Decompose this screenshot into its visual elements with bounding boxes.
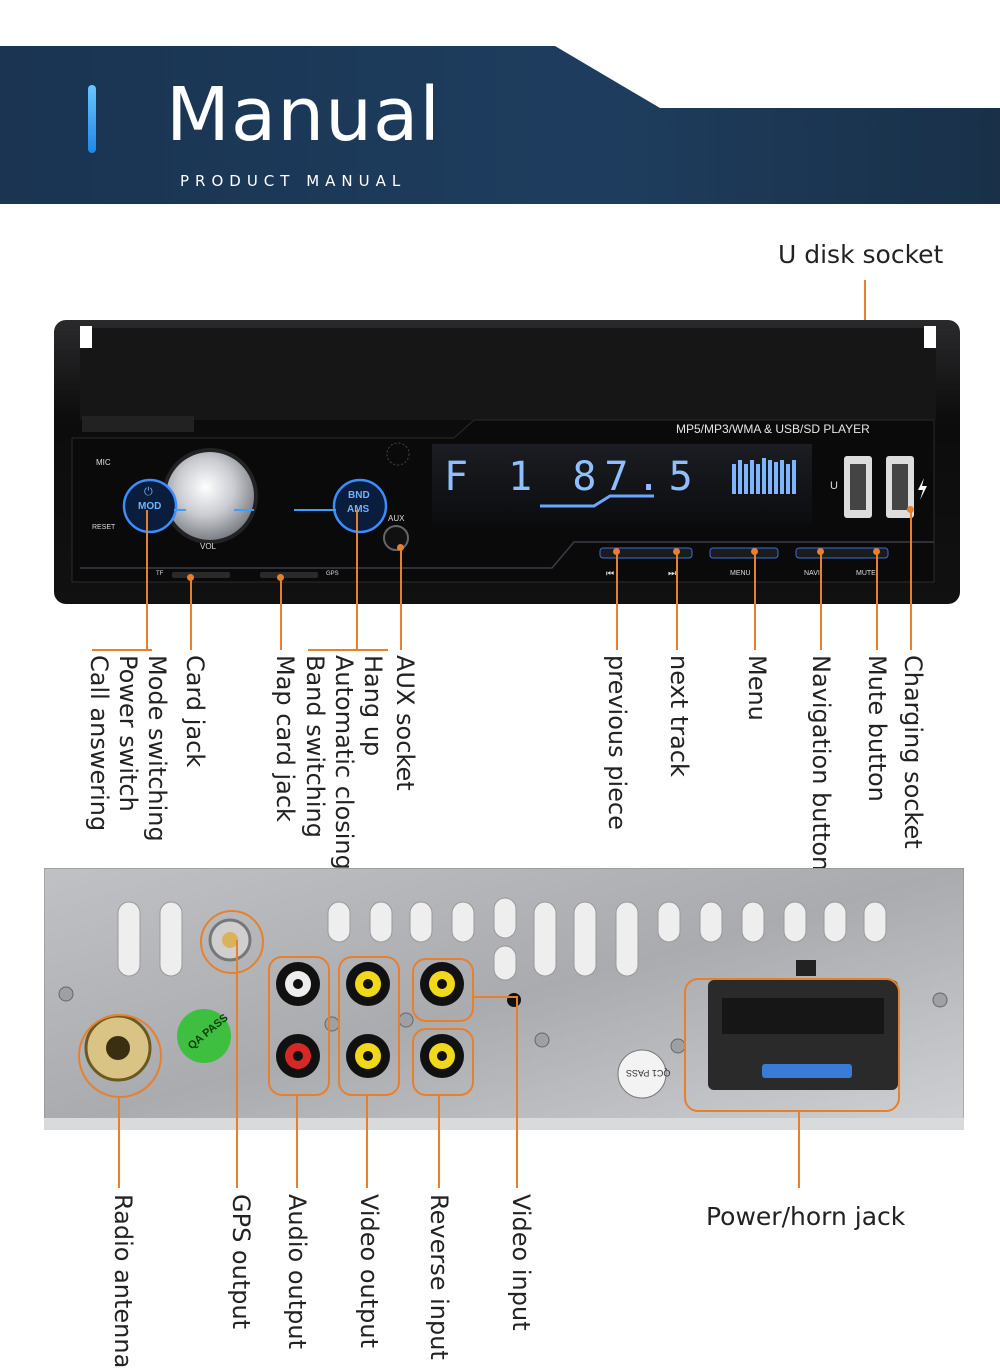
- leader-gps: [236, 940, 238, 1188]
- header-banner: Manual PRODUCT MANUAL: [0, 0, 1000, 210]
- leader-prev: [616, 552, 618, 650]
- leader-dot-navi: [817, 548, 824, 555]
- highlight-radio-antenna: [78, 1014, 162, 1098]
- highlight-audio: [268, 956, 330, 1096]
- highlight-reverse: [412, 1028, 474, 1096]
- label-call-answering: Call answering: [85, 655, 113, 832]
- front-panel-body: [54, 320, 960, 604]
- leader-charging: [910, 510, 912, 650]
- label-u-disk-socket: U disk socket: [778, 240, 944, 269]
- leader-dot-map-card: [277, 574, 284, 581]
- aux-label: AUX: [388, 514, 405, 523]
- leader-video-out: [366, 1094, 368, 1188]
- leader-power: [798, 1110, 800, 1188]
- label-card-jack: Card jack: [181, 655, 209, 768]
- mod-button[interactable]: MOD: [138, 501, 162, 512]
- label-power-horn-jack: Power/horn jack: [706, 1202, 906, 1231]
- label-gps-output: GPS output: [227, 1194, 255, 1330]
- label-next-track: next track: [665, 655, 693, 777]
- leader-dot-aux: [397, 544, 404, 551]
- u-label: U: [830, 480, 838, 492]
- label-hang-up: Hang up: [359, 655, 387, 757]
- navi-button[interactable]: NAVI: [804, 570, 820, 577]
- leader-video-in-h: [472, 996, 518, 998]
- qc-pass-badge: QC1 PASS: [626, 1068, 671, 1078]
- leader-bnd: [356, 510, 358, 650]
- label-reverse-input: Reverse input: [425, 1194, 453, 1360]
- leader-mute: [876, 552, 878, 650]
- leader-radio: [118, 1096, 120, 1188]
- next-button[interactable]: ⏭: [668, 568, 677, 578]
- leader-reverse: [438, 1094, 440, 1188]
- leader-dot-next: [673, 548, 680, 555]
- leader-mod: [146, 510, 148, 650]
- label-menu: Menu: [743, 655, 771, 721]
- label-radio-antenna: Radio antenna: [109, 1194, 137, 1368]
- label-navigation-button: Navigation button: [807, 655, 835, 872]
- highlight-video-out: [338, 956, 400, 1096]
- leader-audio: [296, 1094, 298, 1188]
- label-video-input: Video input: [507, 1194, 535, 1331]
- leader-dot-mute: [873, 548, 880, 555]
- label-automatic-closing: Automatic closing: [330, 655, 358, 870]
- leader-dot-prev: [613, 548, 620, 555]
- leader-next: [676, 552, 678, 650]
- label-band-switching: Band switching: [301, 655, 329, 838]
- leader-aux: [400, 548, 402, 650]
- label-aux-socket: AUX socket: [391, 655, 419, 791]
- power-icon: ⏻: [144, 486, 153, 498]
- label-audio-output: Audio output: [283, 1194, 311, 1350]
- leader-dot-menu: [751, 548, 758, 555]
- label-power-switch: Power switch: [114, 655, 142, 812]
- highlight-power: [684, 978, 900, 1112]
- leader-map-card: [280, 578, 282, 650]
- gps-label: GPS: [326, 571, 339, 577]
- mute-button[interactable]: MUTE: [856, 570, 876, 577]
- tf-label: TF: [156, 571, 164, 577]
- leader-menu: [754, 552, 756, 650]
- menu-button[interactable]: MENU: [730, 570, 751, 577]
- leader-video-in: [516, 996, 518, 1188]
- label-charging-socket: Charging socket: [899, 655, 927, 849]
- bnd-button[interactable]: BND: [348, 490, 370, 501]
- leader-dot-card-jack: [187, 574, 194, 581]
- reset-button[interactable]: RESET: [92, 524, 116, 531]
- header-background: [0, 0, 1000, 210]
- label-mute-button: Mute button: [863, 655, 891, 802]
- mic-label: MIC: [96, 458, 111, 467]
- leader-dot-charging: [907, 506, 914, 513]
- page-title: Manual: [166, 72, 441, 158]
- leader-card-jack: [190, 578, 192, 650]
- label-map-card-jack: Map card jack: [271, 655, 299, 822]
- highlight-gps: [200, 910, 264, 974]
- highlight-video-in: [412, 958, 474, 1022]
- label-video-output: Video output: [355, 1194, 383, 1349]
- lcd-display-text: F 1 87.5: [444, 454, 701, 500]
- front-panel: MP5/MP3/WMA & USB/SD PLAYER F 1 87.5 MIC…: [54, 320, 960, 604]
- player-text: MP5/MP3/WMA & USB/SD PLAYER: [676, 422, 870, 436]
- leader-bnd-bracket: [308, 649, 388, 651]
- leader-navi: [820, 552, 822, 650]
- label-previous-piece: previous piece: [603, 655, 631, 830]
- leader-mod-bracket: [92, 649, 152, 651]
- ams-label: AMS: [347, 504, 370, 515]
- page-subtitle: PRODUCT MANUAL: [180, 172, 407, 190]
- vol-knob[interactable]: VOL: [200, 542, 217, 551]
- header-accent-bar: [88, 85, 96, 153]
- prev-button[interactable]: ⏮: [606, 568, 615, 578]
- label-mode-switching: Mode switching: [143, 655, 171, 842]
